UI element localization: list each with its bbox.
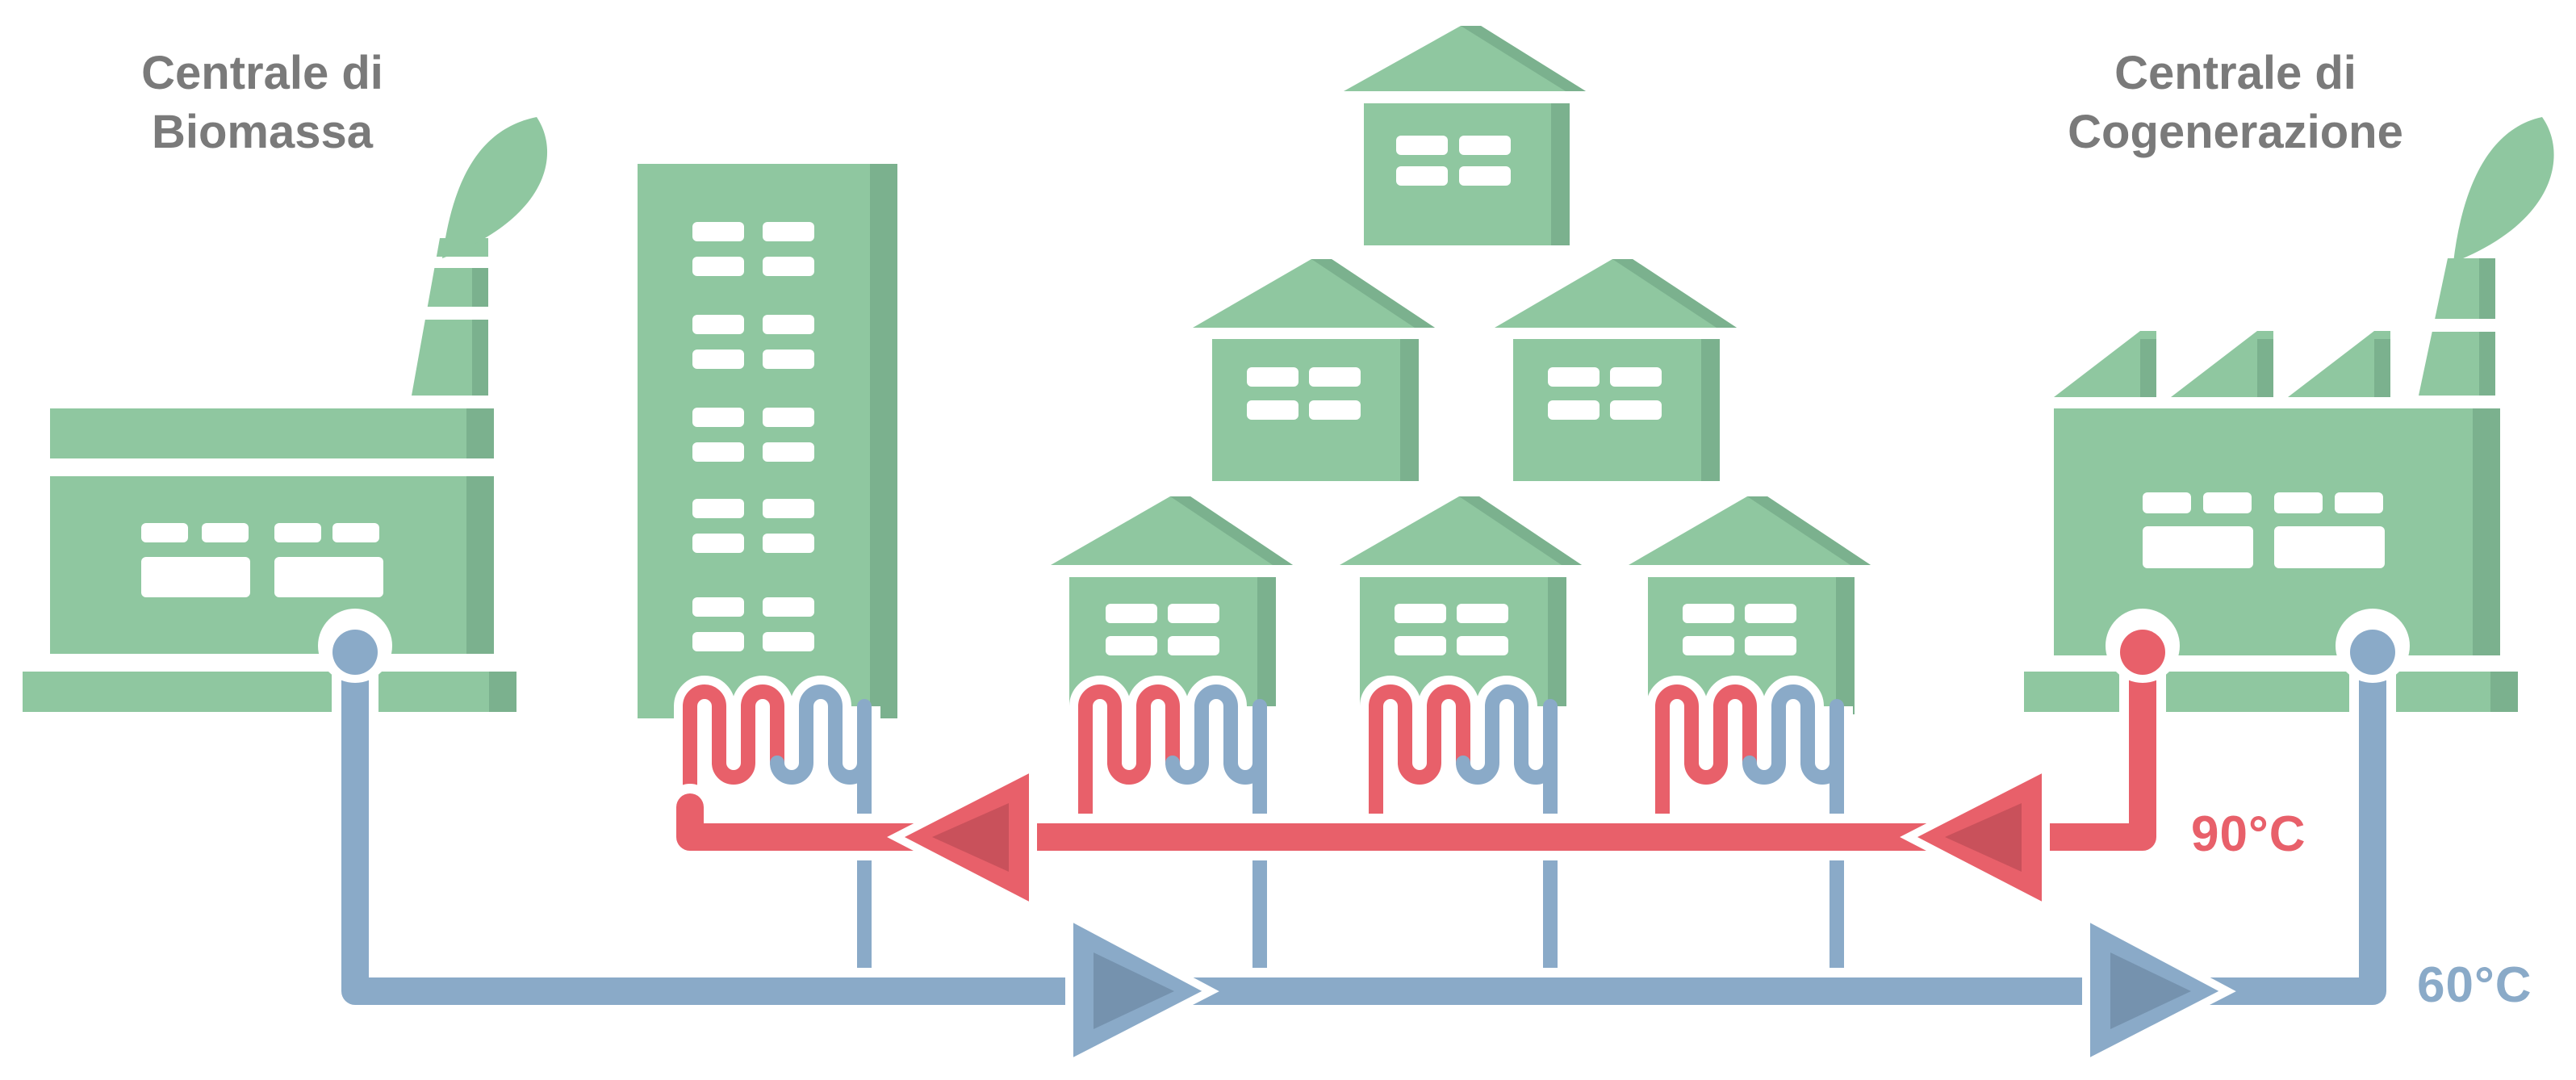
cogen-label-line2: Cogenerazione: [2068, 105, 2403, 158]
houses: [1051, 26, 1871, 714]
cogen-smoke-leaf: [2453, 117, 2554, 262]
house: [1344, 26, 1586, 245]
cogen-base: [2024, 672, 2518, 712]
biomass-label-line1: Centrale di: [141, 47, 383, 99]
hot-flow-arrow: [1900, 760, 2050, 915]
biomass-chimney-band: [404, 257, 500, 268]
cold-return-pipe: [332, 630, 2396, 1015]
biomass-plant: [23, 117, 548, 712]
hot-temperature-label: 90°C: [2191, 806, 2306, 862]
cold-flow-arrow: [2082, 909, 2236, 1071]
hot-supply-pipe: [667, 630, 2166, 860]
biomass-label-line2: Biomassa: [151, 105, 374, 158]
house: [1193, 259, 1435, 481]
hot-flow-arrow: [887, 760, 1037, 915]
heat-exchanger-coil: [1360, 676, 1566, 991]
cogeneration-plant: [2024, 117, 2554, 712]
biomass-chimney-band: [404, 307, 500, 320]
cogen-label-line1: Centrale di: [2114, 47, 2356, 99]
heat-exchanger-coil: [674, 676, 880, 991]
biomass-plant-label: Centrale di Biomassa: [0, 44, 545, 161]
biomass-building: [50, 476, 494, 654]
biomass-base: [23, 672, 516, 712]
cogen-plant-label: Centrale di Cogenerazione: [1953, 44, 2518, 161]
apartment-tower: [638, 164, 897, 718]
cold-temperature-label: 60°C: [2417, 957, 2532, 1013]
house: [1495, 259, 1737, 481]
biomass-smoke-leaf: [442, 117, 548, 258]
cold-flow-arrow: [1065, 909, 1219, 1071]
